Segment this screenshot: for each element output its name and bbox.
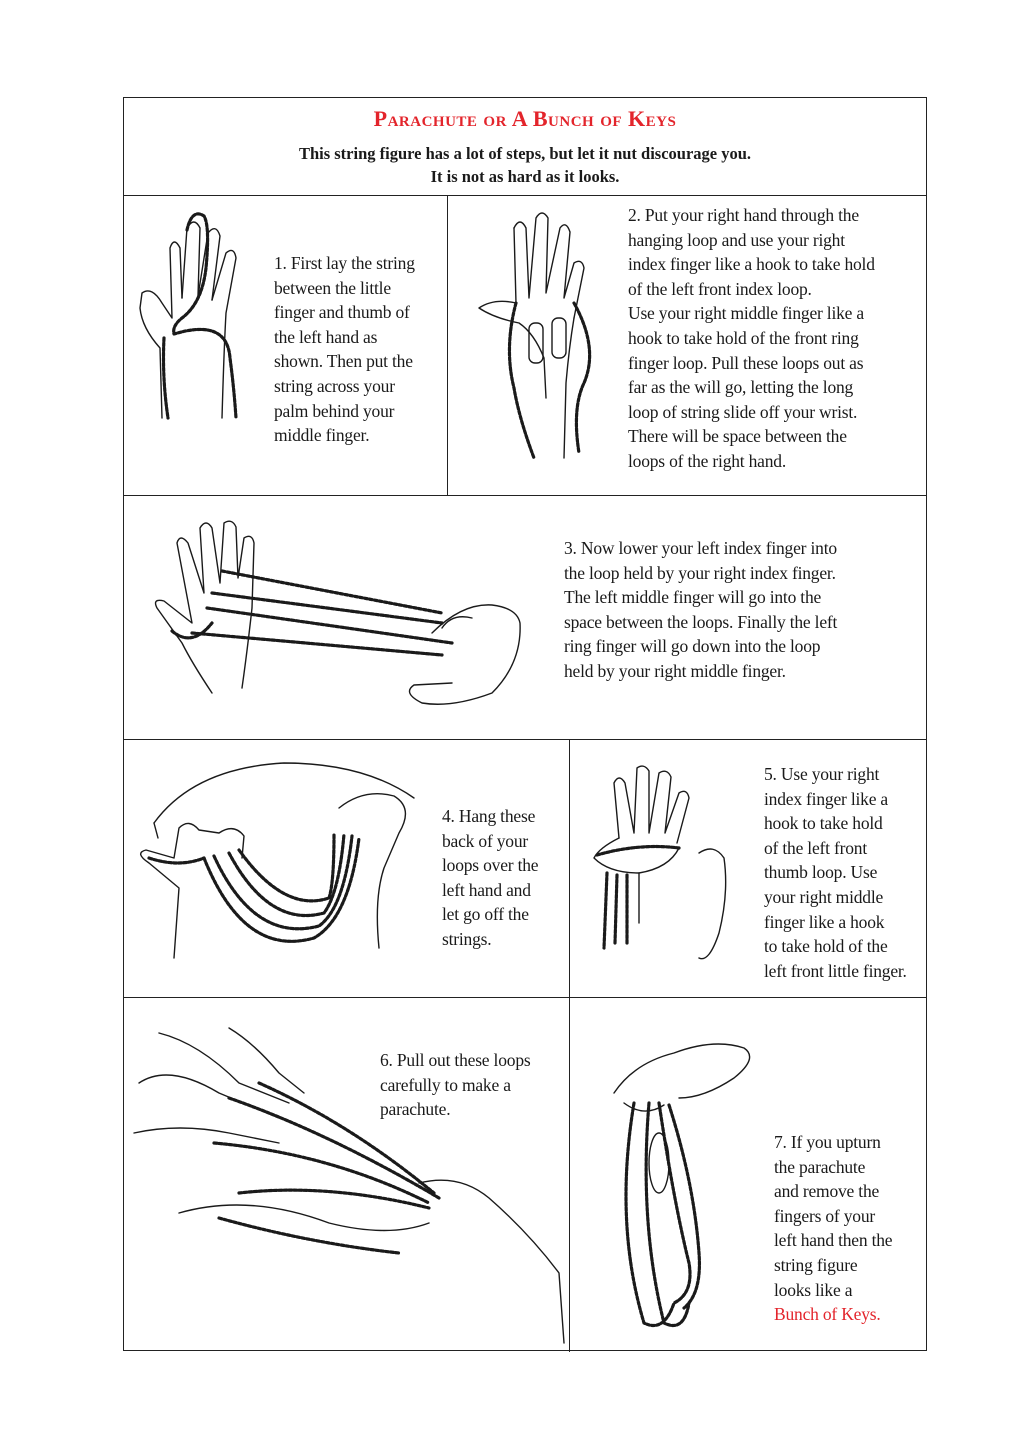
bunch-of-keys-drawing [613,1043,751,1328]
instruction-sheet: Parachute or A Bunch of Keys This string… [123,97,927,1352]
divider [569,739,570,1352]
subtitle-line: This string figure has a lot of steps, b… [298,144,752,163]
right-hand-hook-drawing [478,212,592,460]
hanging-loops-drawing [140,762,415,959]
thumb-loop-drawing [593,765,727,960]
two-hands-loops-drawing [154,520,521,705]
divider [124,195,926,196]
page-title: Parachute or A Bunch of Keys [373,106,677,131]
divider [124,739,926,740]
bunch-of-keys-highlight: Bunch of Keys. [774,1304,881,1325]
page-subtitle: This string figure has a lot of steps, b… [124,142,926,188]
divider [447,195,448,495]
divider [124,997,926,998]
left-hand-string-drawing [139,212,238,420]
step-3-text: 3. Now lower your left index finger into… [564,538,838,681]
subtitle-line: It is not as hard as it looks. [430,167,620,186]
divider [124,495,926,496]
parachute-drawing [133,1027,565,1344]
